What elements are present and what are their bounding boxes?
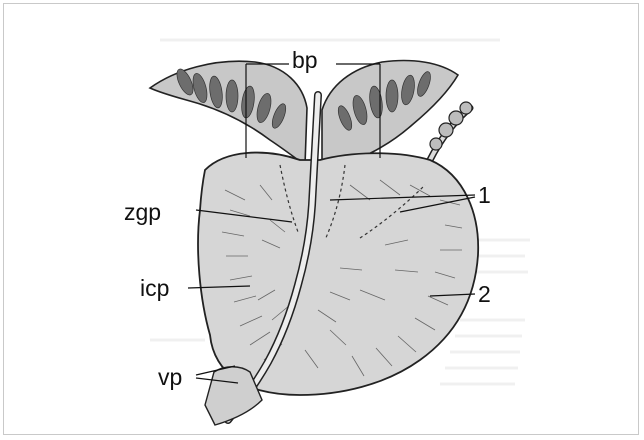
label-bp: bp	[292, 47, 318, 73]
label-2: 2	[478, 281, 491, 307]
label-vp: vp	[158, 364, 182, 390]
label-1: 1	[478, 182, 491, 208]
label-icp: icp	[140, 275, 169, 301]
prostate-gland	[198, 153, 478, 395]
label-zgp: zgp	[124, 199, 161, 225]
duct-coils	[430, 102, 472, 150]
